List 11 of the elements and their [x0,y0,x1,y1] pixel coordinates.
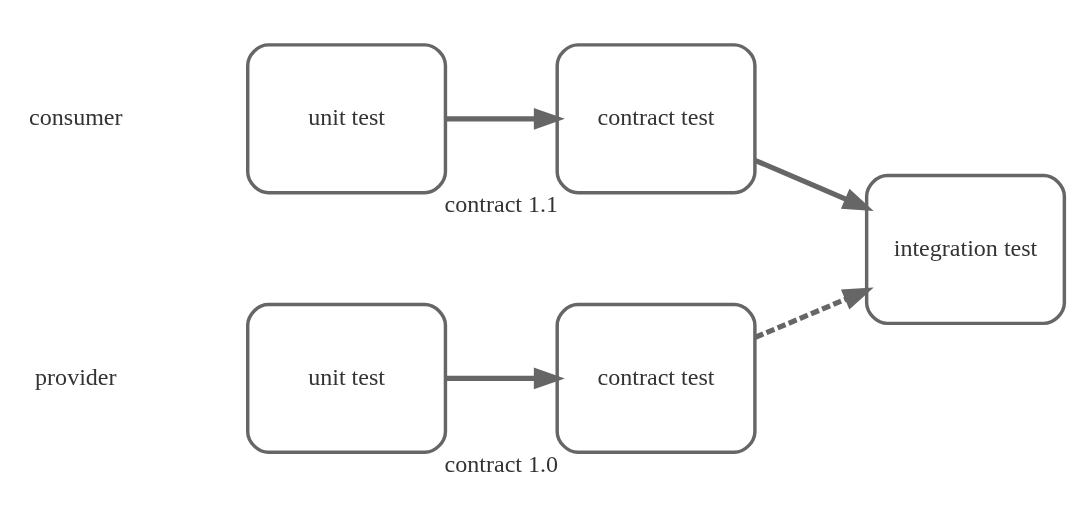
node-box: contract test [555,302,757,454]
arrow [446,367,565,389]
node-box: contract test [555,42,757,194]
arrow [754,157,874,211]
arrow [754,286,874,340]
node-box: integration test [864,173,1067,325]
label: provider [35,363,117,390]
node-box: unit test [246,302,448,454]
arrow [446,107,565,130]
node-box: unit test [246,42,448,194]
label: consumer [29,103,123,130]
